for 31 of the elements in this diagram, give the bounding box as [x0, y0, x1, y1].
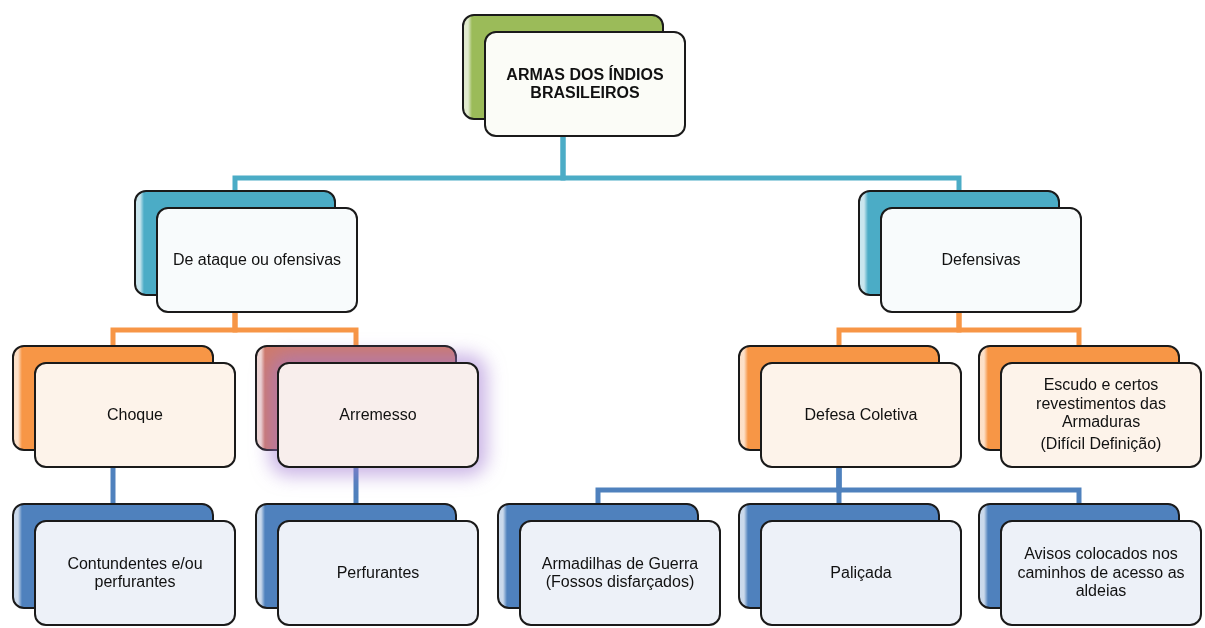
box-label: Choque — [106, 405, 163, 425]
stacked-box — [12, 503, 236, 626]
box-label: Armadilhas de Guerra (Fossos disfarçados) — [540, 554, 700, 592]
stacked-box — [255, 345, 479, 468]
stacked-box — [497, 503, 721, 626]
box-label: Avisos colocados nos caminhos de acesso as aldeias — [1016, 545, 1186, 601]
stacked-box — [858, 190, 1082, 313]
box-label: Defesa Coletiva — [804, 405, 918, 425]
box-label: Arremesso — [339, 405, 417, 425]
connector-line — [836, 468, 1082, 503]
box-label: Perfurantes — [336, 563, 420, 583]
box-label: (Difícil Definição) — [1040, 435, 1162, 454]
connector-line — [110, 468, 116, 503]
stacked-box — [738, 345, 962, 468]
stacked-box — [738, 503, 962, 626]
stacked-box — [978, 503, 1202, 626]
stacked-box — [134, 190, 358, 313]
connector-line — [353, 468, 359, 503]
box-label: Escudo e certos revestimentos das Armaduras — [1035, 376, 1167, 432]
connector-line — [560, 137, 962, 190]
stacked-box — [12, 345, 236, 468]
box-label: Paliçada — [830, 563, 892, 583]
stacked-box — [978, 345, 1202, 468]
box-label: De ataque ou ofensivas — [172, 250, 342, 270]
stacked-box — [255, 503, 479, 626]
box-label: ARMAS DOS ÍNDIOS BRASILEIROS — [505, 65, 665, 103]
connector-line — [232, 313, 359, 345]
connector-line — [956, 313, 1082, 345]
box-label: Contundentes e/ou perfurantes — [66, 554, 204, 592]
box-label: Defensivas — [941, 250, 1021, 270]
stacked-box — [462, 14, 686, 137]
